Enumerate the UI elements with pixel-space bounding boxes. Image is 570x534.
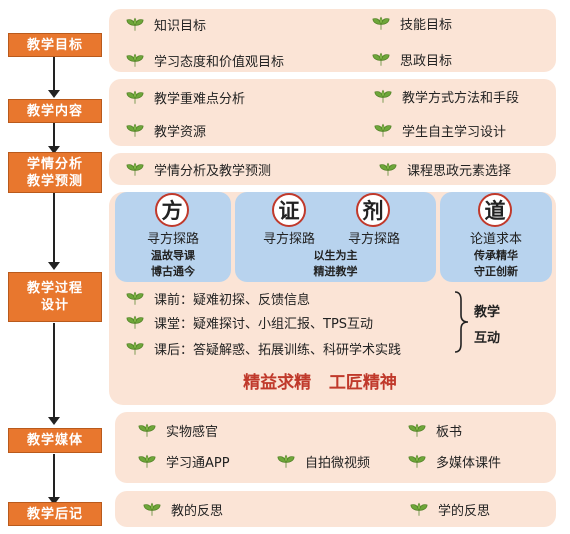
list-item: 实物感官 — [138, 421, 218, 440]
list-item: 学生自主学习设计 — [374, 121, 506, 140]
char-dao: 道 — [478, 193, 512, 227]
card-motto: 以生为主 精进教学 — [313, 249, 358, 278]
list-item: 学的反思 — [410, 500, 490, 519]
card-subtitle: 寻方探路 — [262, 232, 315, 247]
list-item: 课程思政元素选择 — [379, 160, 511, 179]
list-item: 教学方式方法和手段 — [374, 87, 519, 106]
label-teaching-content: 教学内容 — [8, 99, 102, 123]
list-item: 学习态度和价值观目标 — [126, 51, 284, 70]
ginkgo-leaf-icon — [126, 123, 144, 138]
process-step: 课堂：疑难探讨、小组汇报、TPS互动 — [126, 313, 373, 332]
list-item: 自拍微视频 — [277, 452, 370, 471]
card-zheng-ji — [235, 192, 436, 282]
ginkgo-leaf-icon — [126, 162, 144, 177]
interaction-label: 教学 互动 — [474, 305, 501, 346]
card-subtitle: 论道求本 — [469, 232, 522, 247]
label-teaching-goals: 教学目标 — [8, 33, 102, 57]
label-teaching-postscript: 教学后记 — [8, 502, 102, 526]
process-step: 课前：疑难初探、反馈信息 — [126, 289, 310, 308]
ginkgo-leaf-icon — [374, 89, 392, 104]
slogan: 精益求精 工匠精神 — [243, 373, 397, 393]
ginkgo-leaf-icon — [277, 454, 295, 469]
panel-teaching-media — [115, 412, 556, 483]
card-subtitle: 寻方探路 — [347, 232, 400, 247]
ginkgo-leaf-icon — [126, 17, 144, 32]
list-item: 板书 — [408, 421, 462, 440]
list-item: 技能目标 — [372, 14, 452, 33]
list-item: 知识目标 — [126, 15, 206, 34]
panel-teaching-postscript — [115, 491, 556, 527]
process-step: 课后：答疑解惑、拓展训练、科研学术实践 — [126, 339, 401, 358]
card-motto: 温故导课 博古通今 — [151, 249, 195, 278]
list-item: 教学重难点分析 — [126, 88, 245, 107]
ginkgo-leaf-icon — [408, 454, 426, 469]
ginkgo-leaf-icon — [143, 502, 161, 517]
ginkgo-leaf-icon — [372, 16, 390, 31]
curly-brace — [454, 291, 469, 353]
char-zheng: 证 — [272, 193, 306, 227]
char-fang: 方 — [155, 193, 189, 227]
label-teaching-media: 教学媒体 — [8, 428, 102, 453]
ginkgo-leaf-icon — [408, 423, 426, 438]
panel-teaching-content — [109, 79, 556, 146]
panel-teaching-goals — [109, 9, 556, 72]
char-ji: 剂 — [356, 193, 390, 227]
ginkgo-leaf-icon — [126, 315, 144, 330]
card-motto: 传承精华 守正创新 — [474, 249, 518, 278]
panel-learning-analysis — [109, 153, 556, 185]
list-item: 思政目标 — [372, 50, 452, 69]
ginkgo-leaf-icon — [126, 291, 144, 306]
ginkgo-leaf-icon — [138, 423, 156, 438]
ginkgo-leaf-icon — [374, 123, 392, 138]
ginkgo-leaf-icon — [126, 53, 144, 68]
ginkgo-leaf-icon — [410, 502, 428, 517]
list-item: 学习通APP — [138, 452, 230, 471]
label-process-design: 教学过程 设计 — [8, 272, 102, 322]
ginkgo-leaf-icon — [379, 162, 397, 177]
ginkgo-leaf-icon — [126, 341, 144, 356]
label-learning-analysis: 学情分析 教学预测 — [8, 152, 102, 193]
ginkgo-leaf-icon — [138, 454, 156, 469]
list-item: 教的反思 — [143, 500, 223, 519]
list-item: 多媒体课件 — [408, 452, 501, 471]
ginkgo-leaf-icon — [372, 52, 390, 67]
card-subtitle: 寻方探路 — [146, 232, 199, 247]
ginkgo-leaf-icon — [126, 90, 144, 105]
list-item: 教学资源 — [126, 121, 206, 140]
list-item: 学情分析及教学预测 — [126, 160, 271, 179]
